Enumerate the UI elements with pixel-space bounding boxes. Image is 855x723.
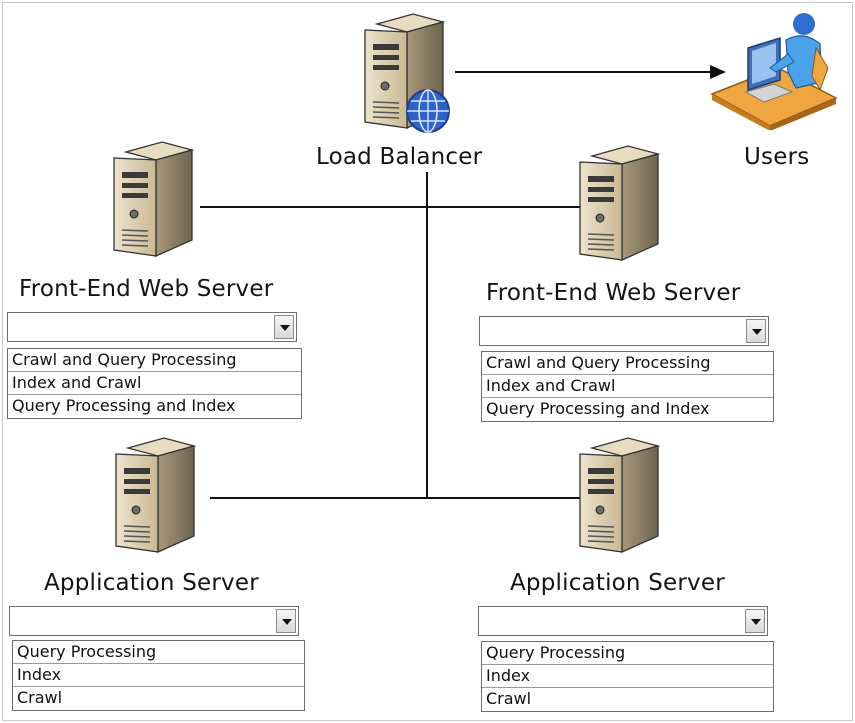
users-label: Users [744, 144, 810, 170]
list-item[interactable]: Index and Crawl [482, 375, 773, 398]
front-end-right-role-dropdown[interactable] [479, 316, 769, 346]
application-left-role-dropdown[interactable] [9, 606, 299, 636]
application-server-label: Application Server [510, 570, 725, 596]
application-right-role-dropdown[interactable] [478, 606, 768, 636]
front-end-web-server-icon [113, 141, 193, 257]
list-item[interactable]: Query Processing and Index [12, 396, 236, 415]
list-item[interactable]: Index and Crawl [8, 372, 301, 395]
application-server-label: Application Server [44, 570, 259, 596]
chevron-down-icon[interactable] [276, 609, 296, 633]
list-item[interactable]: Crawl and Query Processing [8, 349, 301, 372]
list-item[interactable]: Query Processing [13, 641, 304, 664]
chevron-down-icon[interactable] [746, 319, 766, 343]
list-item[interactable]: Crawl [486, 689, 532, 708]
user-at-desk-icon [710, 13, 838, 130]
list-item[interactable]: Index [482, 665, 773, 688]
chevron-down-icon[interactable] [745, 609, 765, 633]
application-left-options-list: Query Processing Index Crawl [12, 640, 305, 711]
front-end-left-role-dropdown[interactable] [7, 312, 297, 342]
list-item[interactable]: Query Processing [482, 642, 773, 665]
application-right-options-list: Query Processing Index Crawl [481, 641, 774, 712]
list-item[interactable]: Query Processing and Index [486, 399, 710, 418]
front-end-left-options-list: Crawl and Query Processing Index and Cra… [7, 348, 302, 419]
globe-icon [406, 89, 450, 133]
front-end-web-server-label: Front-End Web Server [19, 276, 274, 302]
list-item[interactable]: Crawl [17, 688, 63, 707]
front-end-right-options-list: Crawl and Query Processing Index and Cra… [481, 351, 774, 422]
arrow-head [710, 65, 726, 79]
front-end-web-server-icon [579, 145, 659, 261]
chevron-down-icon[interactable] [274, 315, 294, 339]
list-item[interactable]: Crawl and Query Processing [482, 352, 773, 375]
application-server-icon [579, 437, 659, 553]
list-item[interactable]: Index [13, 664, 304, 687]
front-end-web-server-label: Front-End Web Server [486, 280, 741, 306]
load-balancer-label: Load Balancer [316, 144, 483, 170]
application-server-icon [115, 437, 195, 553]
